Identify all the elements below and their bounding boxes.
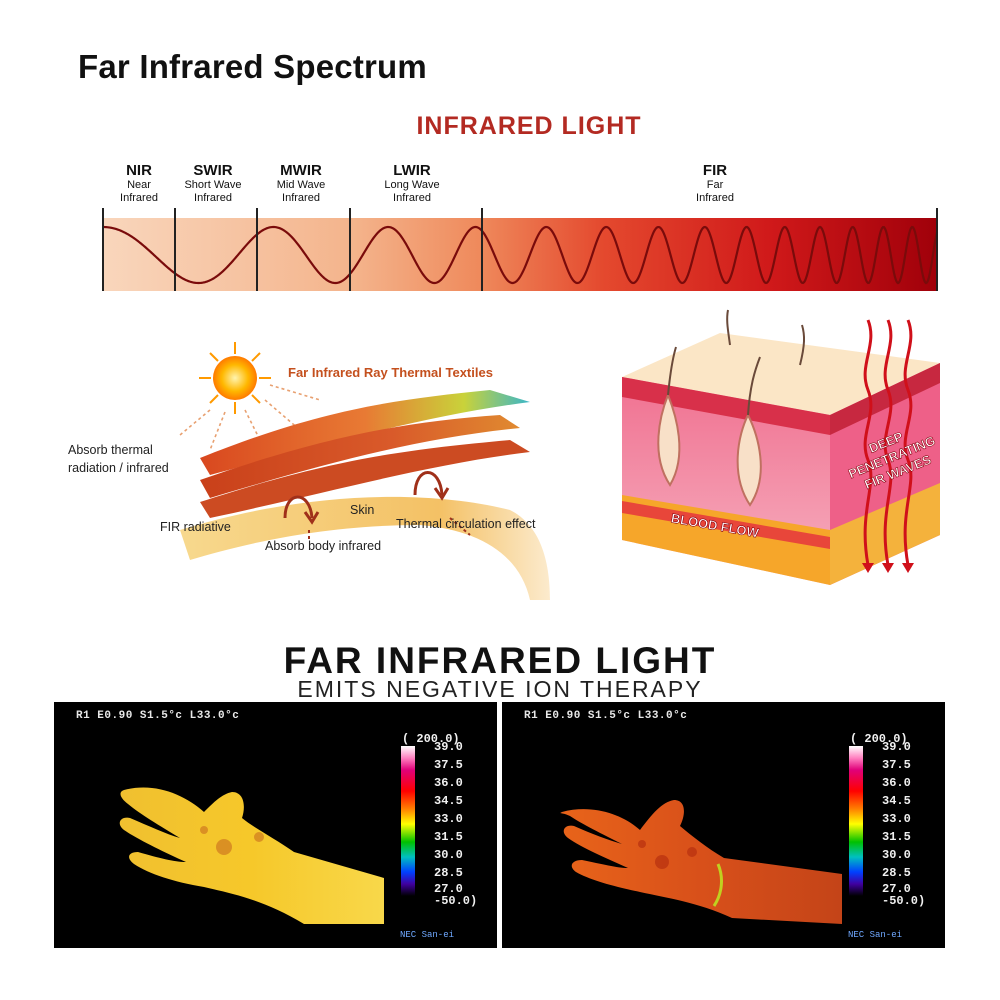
scale-tick: 37.5	[434, 758, 463, 772]
band-abbr: FIR	[702, 162, 728, 179]
absorb-body-infrared-label: Absorb body infrared	[265, 539, 381, 553]
epidermis	[622, 377, 830, 435]
thermal-circulation-label: Thermal circulation effect	[396, 517, 536, 531]
hair-follicle	[736, 412, 762, 507]
temperature-scale-bar	[401, 746, 415, 896]
band-name-line2: Infrared	[120, 191, 158, 204]
textile-layer	[200, 415, 520, 498]
fir-heading: FAR INFRARED LIGHT	[283, 640, 717, 681]
thermal-hotspots	[638, 840, 697, 869]
band-label-fir: FIR Far Infrared	[670, 162, 760, 205]
hair-strands	[667, 309, 806, 416]
page-title: Far Infrared Spectrum	[78, 48, 427, 85]
scale-range: ( 200.0)	[850, 732, 908, 746]
textile-layer	[200, 440, 530, 518]
spectrum-wave	[102, 225, 939, 285]
scale-range: ( 200.0)	[402, 732, 460, 746]
textile-diagram: Far Infrared Ray Thermal Textiles Absorb…	[68, 342, 550, 600]
scale-tick: 34.5	[434, 794, 463, 808]
band-label-swir: SWIR Short Wave Infrared	[168, 162, 258, 205]
band-name-line1: Long Wave	[384, 179, 440, 192]
band-name-line1: Short Wave	[184, 179, 242, 192]
fir-subheading: EMITS NEGATIVE ION THERAPY	[297, 676, 703, 702]
scale-range-bottom: -50.0)	[434, 894, 478, 908]
arrow-head-icon	[862, 563, 914, 573]
camera-readout: R1 E0.90 S1.5°c L33.0°c	[76, 710, 240, 722]
scale-tick: 39.0	[434, 740, 463, 754]
scale-tick: 34.5	[882, 794, 911, 808]
band-name-line2: Infrared	[393, 191, 431, 204]
band-label-nir: NIR Near Infrared	[100, 162, 178, 205]
band-abbr: LWIR	[393, 162, 431, 179]
sun-icon	[199, 342, 271, 414]
arrow-head-icon	[433, 487, 450, 501]
thermal-image-after: R1 E0.90 S1.5°c L33.0°c ( 200.0) 39.0 37…	[502, 702, 945, 948]
epidermis	[830, 363, 940, 435]
temperature-scale-bar	[849, 746, 863, 896]
scale-tick: 36.0	[882, 776, 911, 790]
band-label-mwir: MWIR Mid Wave Infrared	[258, 162, 344, 205]
hand-shape	[119, 787, 385, 924]
camera-readout: R1 E0.90 S1.5°c L33.0°c	[524, 710, 688, 722]
band-name-line1: Near	[127, 179, 151, 192]
hand-thermal-image	[560, 800, 842, 924]
scale-tick: 33.0	[434, 812, 463, 826]
circulation-arrow	[283, 495, 314, 519]
scale-tick: 28.5	[434, 866, 463, 880]
fir-radiative-label: FIR radiative	[160, 520, 231, 534]
scale-range-bottom: -50.0)	[882, 894, 926, 908]
infrared-light-heading: INFRARED LIGHT	[416, 112, 642, 140]
band-abbr: SWIR	[193, 162, 233, 179]
scale-tick: 30.0	[882, 848, 911, 862]
scale-tick: 27.0	[882, 882, 911, 896]
skin-diagram: DEEP PENETRATING FIR WAVES BLOOD FLOW	[622, 309, 940, 585]
band-name-line2: Infrared	[282, 191, 320, 204]
textile-title: Far Infrared Ray Thermal Textiles	[288, 365, 493, 380]
absorb-thermal-label-1: Absorb thermal	[68, 443, 153, 457]
thermal-image-before: R1 E0.90 S1.5°c L33.0°c ( 200.0) 39.0 37…	[54, 702, 497, 948]
hand-shape	[560, 800, 842, 924]
absorb-dashes	[308, 517, 471, 540]
blood-vessel	[622, 501, 830, 549]
arrow-head-icon	[303, 511, 320, 525]
band-name-line2: Infrared	[194, 191, 232, 204]
scale-tick: 33.0	[882, 812, 911, 826]
scale-tick: 37.5	[882, 758, 911, 772]
band-name-line2: Infrared	[696, 191, 734, 204]
spectrum-bar	[102, 208, 939, 291]
scale-tick: 31.5	[434, 830, 463, 844]
scale-tick: 28.5	[882, 866, 911, 880]
hand-thermal-image	[119, 787, 385, 924]
wristband	[712, 863, 723, 907]
band-name-line1: Mid Wave	[276, 179, 326, 192]
thermal-hotspots	[200, 826, 264, 855]
absorb-thermal-label-2: radiation / infrared	[68, 461, 169, 475]
skin-label: Skin	[350, 503, 374, 517]
fir-wave-arrows	[863, 319, 913, 566]
scale-tick: 36.0	[434, 776, 463, 790]
scale-tick: 27.0	[434, 882, 463, 896]
scale-tick: 39.0	[882, 740, 911, 754]
band-abbr: MWIR	[280, 162, 322, 179]
band-label-lwir: LWIR Long Wave Infrared	[364, 162, 460, 205]
camera-brand: NEC San-ei	[400, 930, 455, 940]
scale-tick: 31.5	[882, 830, 911, 844]
circulation-arrow	[413, 471, 444, 496]
band-name-line1: Far	[706, 179, 724, 192]
skin-layer	[180, 496, 550, 600]
camera-brand: NEC San-ei	[848, 930, 903, 940]
skin-surface	[622, 333, 940, 415]
band-abbr: NIR	[126, 162, 152, 179]
scale-tick: 30.0	[434, 848, 463, 862]
